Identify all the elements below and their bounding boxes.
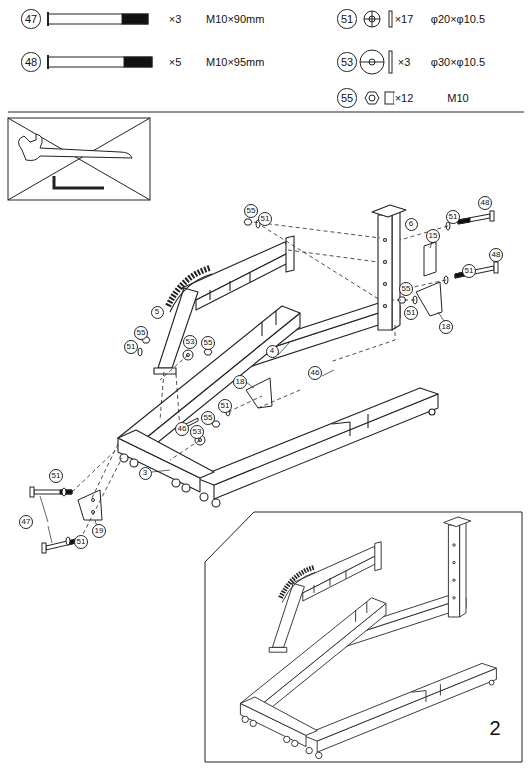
callout-text: 6 (409, 220, 413, 228)
callout-text: 48 (481, 199, 490, 207)
callout-text: 51 (221, 402, 230, 410)
callout-number: 46 (175, 422, 189, 436)
callout-number: 48 (489, 248, 503, 262)
callout-text: 46 (311, 369, 320, 377)
callout-number: 55 (337, 88, 356, 107)
callout-text: 53 (193, 428, 202, 436)
callout-number: 5 (151, 306, 164, 319)
callout-number: 15 (426, 229, 440, 243)
callout-number: 51 (462, 264, 476, 278)
callout-number: 55 (201, 411, 215, 425)
callout-number: 53 (190, 425, 204, 439)
callout-number: 3 (139, 467, 152, 480)
callout-text: 18 (442, 323, 451, 331)
part-spec: ×12 (394, 93, 415, 104)
callout-text: 55 (137, 329, 146, 337)
callout-text: 51 (52, 472, 61, 480)
callout-text: 51 (449, 213, 458, 221)
page-number: 2 (488, 718, 501, 738)
callout-number: 55 (244, 204, 258, 218)
callout-text: 3 (143, 469, 147, 477)
callout-text: 55 (247, 207, 256, 215)
callout-text: 19 (95, 527, 104, 535)
callout-text: 48 (492, 251, 501, 259)
callout-text: 53 (341, 57, 353, 68)
callout-text: 53 (186, 338, 195, 346)
callout-number: 51 (124, 340, 138, 354)
part-spec: ×17 (394, 14, 415, 25)
callout-number: 51 (446, 210, 460, 224)
callout-text: 51 (127, 343, 136, 351)
callout-number: 4 (266, 345, 279, 358)
callout-text: 4 (270, 347, 274, 355)
callout-number: 53 (337, 52, 356, 71)
callout-number: 51 (218, 399, 232, 413)
callout-text: 51 (341, 14, 353, 25)
callout-number: 19 (92, 524, 106, 538)
callout-text: 18 (236, 378, 245, 386)
callout-number: 46 (308, 366, 322, 380)
part-spec: M10×90mm (205, 14, 265, 25)
callout-text: 55 (402, 285, 411, 293)
callout-text: 55 (204, 339, 213, 347)
callout-number: 51 (337, 9, 356, 28)
part-spec: ×3 (168, 14, 183, 25)
callout-text: 55 (341, 93, 353, 104)
callout-text: 51 (77, 538, 86, 546)
callout-text: 51 (261, 215, 270, 223)
callout-number: 47 (21, 9, 40, 28)
callout-number: 53 (183, 335, 197, 349)
callout-number: 48 (478, 196, 492, 210)
part-spec: ×5 (168, 57, 183, 68)
callout-number: 48 (21, 52, 40, 71)
part-spec: φ30×φ10.5 (430, 57, 486, 68)
part-spec: ×3 (397, 57, 412, 68)
callout-number: 51 (49, 469, 63, 483)
callout-number: 55 (201, 336, 215, 350)
callout-text: 47 (25, 14, 37, 25)
callout-number: 18 (439, 320, 453, 334)
part-spec: φ20×φ10.5 (430, 14, 486, 25)
callout-number: 47 (19, 515, 33, 529)
callout-text: 47 (22, 518, 31, 526)
callout-number: 55 (399, 282, 413, 296)
callout-number: 6 (405, 218, 418, 231)
part-spec: M10 (446, 93, 469, 104)
callout-number: 18 (233, 375, 247, 389)
callout-number: 51 (74, 535, 88, 549)
callout-number: 51 (404, 306, 418, 320)
callout-text: 15 (429, 232, 438, 240)
part-spec: M10×95mm (205, 57, 265, 68)
callout-text: 48 (25, 57, 37, 68)
callout-number: 51 (258, 212, 272, 226)
callout-number: 55 (134, 326, 148, 340)
callout-text: 5 (155, 308, 159, 316)
callout-text: 55 (204, 414, 213, 422)
callout-text: 46 (178, 425, 187, 433)
callout-text: 51 (465, 267, 474, 275)
callout-text: 51 (407, 309, 416, 317)
